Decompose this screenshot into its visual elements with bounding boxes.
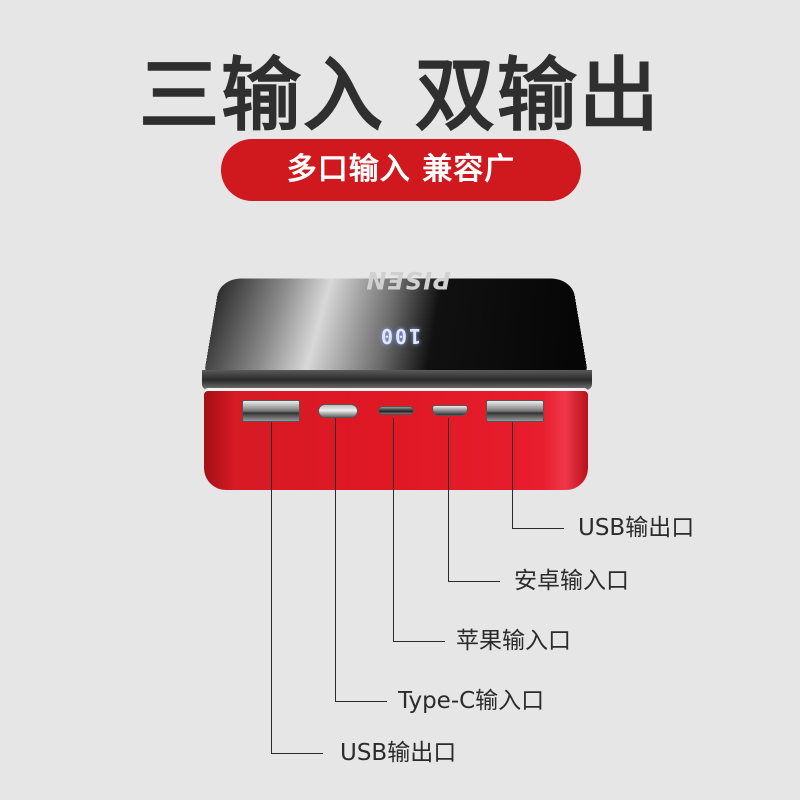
callout-label-usb-right: USB输出口 [578,515,695,541]
callout-line [512,422,513,528]
lightning-port [378,406,414,415]
callout-line [335,701,387,702]
callout-line [393,641,445,642]
callout-line [448,418,449,581]
feature-badge: 多口输入 兼容广 [221,139,581,201]
usb-port-left [242,400,300,422]
callout-label-lightning: 苹果输入口 [456,628,571,654]
callout-line [271,422,272,754]
red-body [204,388,588,490]
usb-port-right [486,400,544,422]
callout-line [393,418,394,641]
callout-line [448,581,500,582]
type-c-port [318,404,358,418]
callout-label-type-c: Type-C输入口 [398,688,545,714]
callout-line [512,528,564,529]
headline: 三输入 双输出 [139,49,661,142]
micro-usb-port [432,405,468,416]
callout-label-micro-usb: 安卓输入口 [514,568,629,594]
battery-display: 100 [378,324,422,348]
power-bank-image: PISEN 100 [198,252,598,492]
top-rim [202,370,592,390]
callout-label-usb-left: USB输出口 [340,740,457,766]
brand-logo: PISEN [365,266,451,294]
callout-line [271,753,323,754]
callout-line [335,418,336,701]
